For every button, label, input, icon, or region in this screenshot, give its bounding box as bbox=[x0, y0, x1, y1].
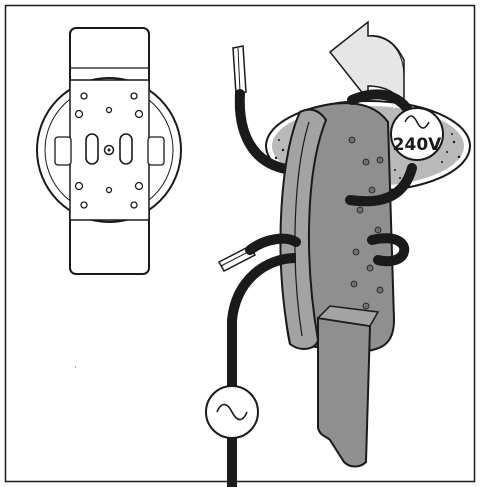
ac-symbol-lower bbox=[205, 385, 259, 439]
mounting-slot-right bbox=[119, 133, 133, 165]
right-clamp bbox=[147, 136, 165, 166]
left-clamp bbox=[54, 136, 72, 166]
supply-cable bbox=[345, 163, 417, 207]
ac-sine-wave-icon bbox=[404, 115, 430, 129]
power-supply-240v: 240V bbox=[390, 107, 444, 161]
upper-cable-end bbox=[232, 45, 247, 95]
screw-holes bbox=[74, 92, 144, 209]
mounting-plate bbox=[36, 27, 182, 275]
mounting-slot-left bbox=[85, 133, 99, 165]
ac-sine-wave-icon bbox=[216, 403, 248, 421]
sensor-housing bbox=[279, 102, 396, 468]
middle-cable bbox=[245, 233, 301, 255]
lower-cable bbox=[227, 253, 297, 487]
insertion-arrow-icon bbox=[328, 20, 405, 107]
upper-cable bbox=[234, 89, 297, 175]
voltage-label: 240V bbox=[393, 135, 442, 155]
